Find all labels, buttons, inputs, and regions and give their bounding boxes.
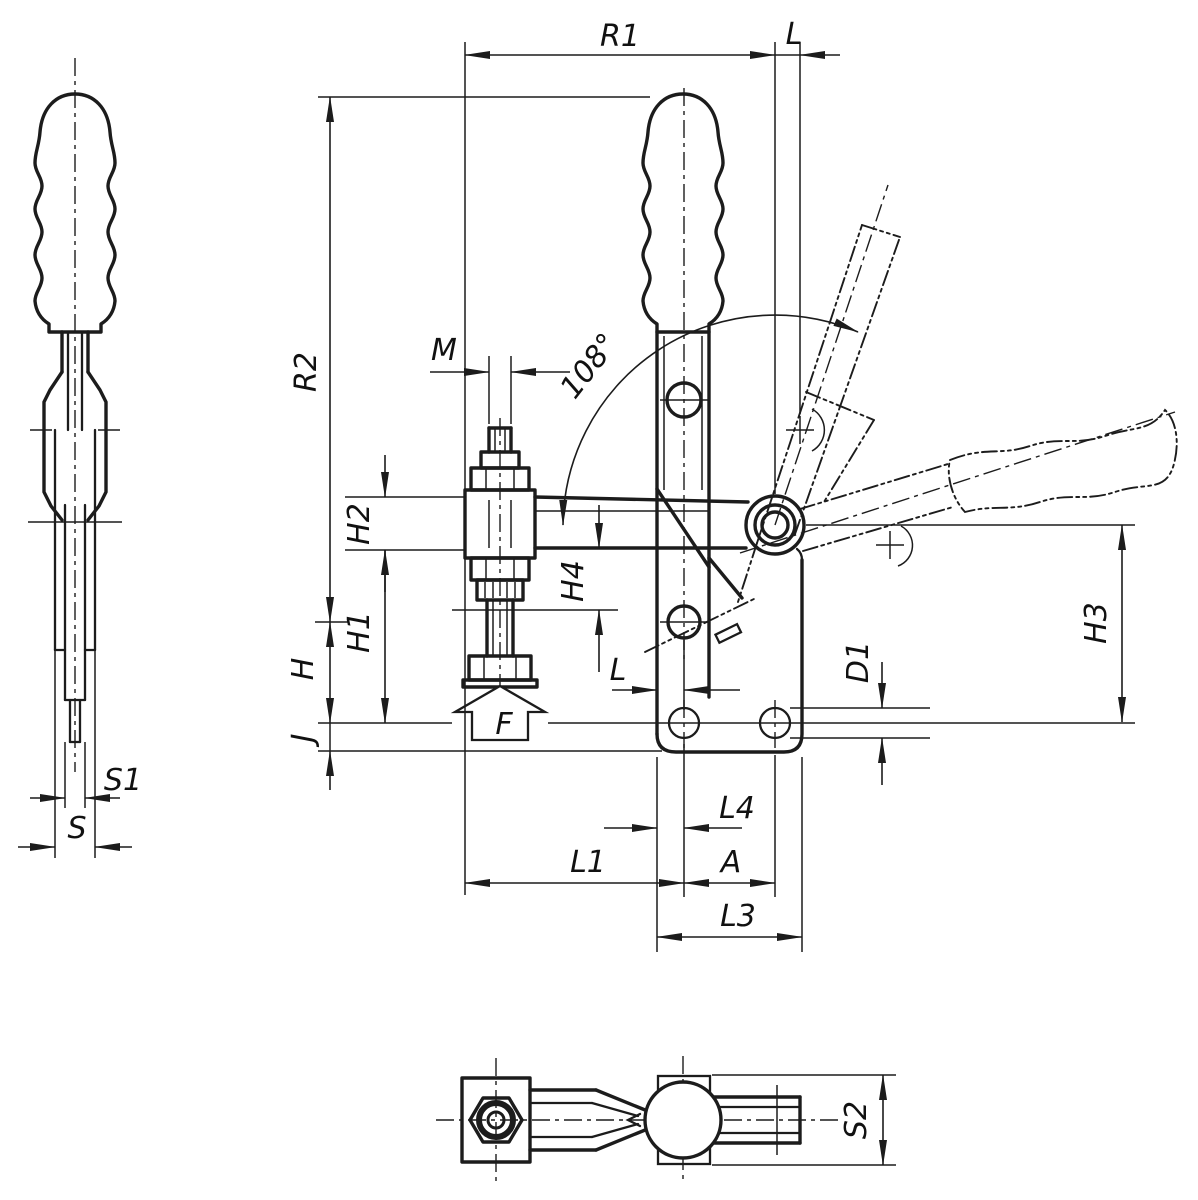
dim-label-a: A xyxy=(719,845,742,880)
dim-label-r1: R1 xyxy=(600,19,640,54)
dim-d1: D1 xyxy=(790,641,930,785)
dim-l4: L4 xyxy=(604,744,755,952)
dim-label-h3: H3 xyxy=(1079,602,1114,644)
dim-s1: S1 xyxy=(30,742,142,808)
bottom-view: S2 xyxy=(436,1056,896,1184)
swing-angle: 108° xyxy=(553,314,859,526)
handle-boss xyxy=(643,1074,802,1166)
dim-label-s1: S1 xyxy=(104,763,142,798)
dim-label-d1: D1 xyxy=(841,641,876,683)
dimensions: R1 L R2 H J H2 H1 xyxy=(286,17,1135,952)
dim-label-h: H xyxy=(286,658,321,681)
dim-h4: H4 xyxy=(452,505,618,672)
force-arrow: F xyxy=(450,684,550,742)
dim-label-r2: R2 xyxy=(289,352,324,392)
base-plate xyxy=(655,547,804,754)
front-view: 108° F xyxy=(450,88,1178,754)
dim-r2-h-j: R2 H J xyxy=(286,96,348,790)
dim-h3: H3 xyxy=(806,524,1135,723)
dim-m: M xyxy=(430,333,570,424)
foot-pad xyxy=(460,1076,532,1164)
dim-label-h1: H1 xyxy=(342,611,377,653)
dim-r1: R1 L xyxy=(464,17,840,59)
dim-l3: L3 xyxy=(656,757,803,952)
dim-l-bottom: L xyxy=(610,640,740,710)
dim-label-l3: L3 xyxy=(720,899,756,934)
handle-grip xyxy=(641,92,725,334)
dim-s2: S2 xyxy=(712,1074,896,1166)
dim-label-l1: L1 xyxy=(570,845,606,880)
dim-label-l-bottom: L xyxy=(610,653,627,688)
dim-label-l-top: L xyxy=(786,17,803,52)
dim-s: S xyxy=(18,650,132,858)
side-view: S1 S xyxy=(18,58,142,858)
dim-label-j: J xyxy=(286,734,321,748)
dim-label-angle: 108° xyxy=(553,327,625,405)
dim-label-f: F xyxy=(495,707,513,742)
fork-arm xyxy=(528,1088,662,1152)
dim-label-l4: L4 xyxy=(719,791,755,826)
dim-label-s: S xyxy=(67,811,86,846)
dim-label-h2: H2 xyxy=(342,503,377,545)
dim-l1-a: L1 A xyxy=(464,755,776,897)
dim-h2-h1: H2 H1 xyxy=(342,455,465,724)
clamp-arm xyxy=(463,488,750,560)
latch-tab xyxy=(713,622,743,645)
dim-label-m: M xyxy=(431,333,457,368)
dim-label-h4: H4 xyxy=(556,560,591,602)
dim-label-s2: S2 xyxy=(839,1101,874,1139)
